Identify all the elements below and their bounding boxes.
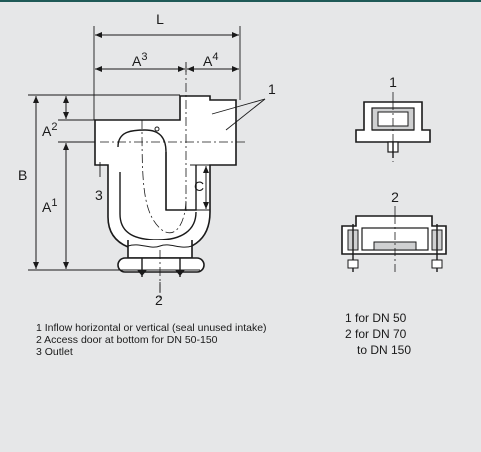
variant-notes: 1 for DN 50 2 for DN 70 to DN 150 — [345, 310, 411, 358]
detail-one-label: 1 — [389, 74, 397, 90]
leader-lines — [99, 98, 266, 292]
extension-lines — [28, 26, 241, 271]
dimension-lines — [33, 32, 239, 269]
dim-A1: A1 — [42, 197, 57, 215]
dim-B: B — [18, 167, 27, 183]
detail-dn70-150: 2 — [341, 189, 447, 272]
dim-L: L — [156, 11, 164, 27]
dim-A3: A3 — [132, 51, 147, 69]
callout-access-door: 2 — [155, 292, 163, 308]
detail-dn50: 1 — [355, 74, 431, 162]
legend-item-outlet: 3 Outlet — [36, 346, 73, 358]
trap-inner-wall — [119, 172, 197, 241]
variant-dn150: to DN 150 — [357, 343, 412, 357]
variant-dn70: 2 for DN 70 — [345, 327, 407, 341]
callout-outlet: 3 — [95, 187, 103, 203]
legend: 1 Inflow horizontal or vertical (seal un… — [36, 322, 267, 358]
legend-item-access-door: 2 Access door at bottom for DN 50-150 — [36, 334, 218, 346]
variant-dn50: 1 for DN 50 — [345, 311, 407, 325]
dim-A2: A2 — [42, 121, 57, 139]
dim-A4: A4 — [203, 51, 218, 69]
dim-C: C — [194, 178, 204, 194]
detail-two-label: 2 — [391, 189, 399, 205]
access-door-cover — [117, 257, 205, 277]
dimension-labels: L A3 A4 A2 A1 B C 1 3 2 — [18, 11, 276, 308]
trap-inner-bend — [117, 129, 197, 211]
callout-inflow: 1 — [268, 81, 276, 97]
legend-item-inflow: 1 Inflow horizontal or vertical (seal un… — [36, 322, 267, 334]
